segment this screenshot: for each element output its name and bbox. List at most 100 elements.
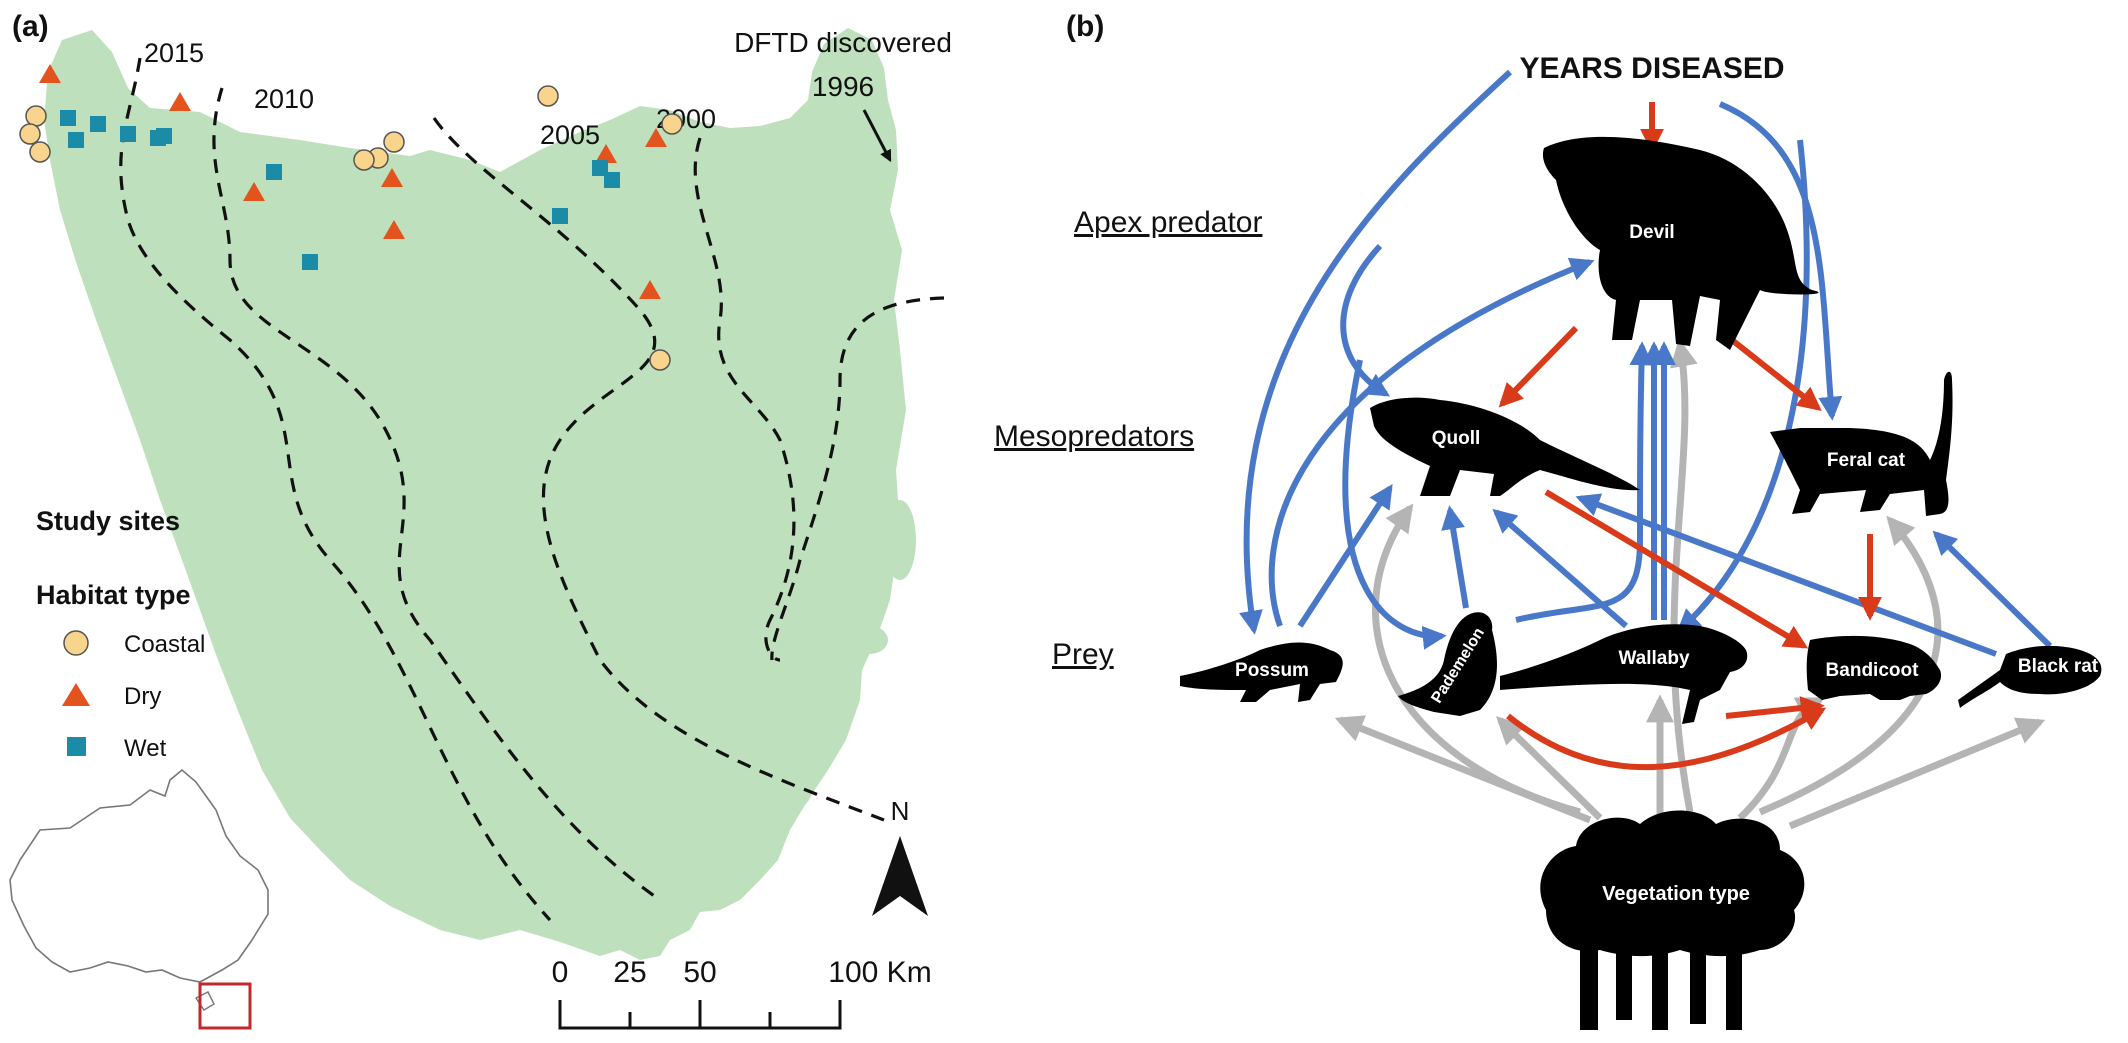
site-marker-coastal: [25, 105, 47, 127]
devil-silhouette: [1542, 136, 1819, 350]
possum-silhouette: [1180, 642, 1343, 702]
arrow-pademelon-quoll: [1441, 505, 1469, 609]
blackrat-label: Black rat: [2018, 656, 2099, 677]
arrow-devil-quoll-red: [1498, 325, 1579, 408]
pademelon-silhouette: [1398, 612, 1497, 716]
bandicoot-label: Bandicoot: [1826, 660, 1920, 681]
australia-inset: [9, 768, 269, 1030]
site-marker-wet: [156, 128, 172, 144]
arrow-veg-pademelon: [1496, 716, 1603, 821]
panel-b: (b) YEARS DISEASED Apex predator Mesopre…: [994, 10, 2102, 1030]
site-marker-coastal: [537, 85, 559, 107]
site-marker-coastal: [353, 149, 375, 171]
arrow-possum-devil: [1268, 257, 1595, 627]
discovery-arrow: [862, 109, 892, 163]
front-line-2015: [119, 57, 552, 922]
site-marker-dry: [169, 92, 191, 111]
arrow-devil-feralcat-red: [1730, 337, 1822, 411]
site-marker-dry: [243, 182, 265, 201]
site-marker-dry: [39, 64, 61, 83]
scale-tick-100: 100 Km: [828, 956, 931, 989]
site-marker-coastal: [661, 113, 683, 135]
site-marker-coastal: [29, 141, 51, 163]
vegetation-silhouette: [1540, 810, 1805, 957]
arrow-pademelon-bandicoot-red: [1506, 707, 1827, 771]
quoll-label: Quoll: [1432, 428, 1481, 449]
discovery-label: DFTD discovered: [734, 27, 952, 58]
site-marker-wet: [604, 172, 620, 188]
site-marker-wet: [120, 126, 136, 142]
panel-a: (a) 2015 2010 2005 2000 DFTD discovered …: [9, 10, 952, 1030]
bandicoot-silhouette: [1806, 635, 1942, 700]
positive-arrows: [1239, 69, 2053, 657]
feralcat-silhouette: [1770, 371, 1953, 516]
vegetation-arrows: [1334, 338, 2046, 830]
tree-trunk: [1690, 940, 1706, 1024]
scale-tick-0: 0: [552, 956, 569, 989]
arrow-blackrat-quoll: [1575, 493, 1998, 657]
north-arrow: N: [872, 796, 928, 916]
panel-a-label: (a): [12, 10, 49, 43]
trophic-level-meso: Mesopredators: [994, 420, 1194, 453]
panel-b-label: (b): [1066, 10, 1104, 43]
study-sites: [19, 64, 683, 371]
site-marker-wet: [90, 116, 106, 132]
site-marker-wet: [302, 254, 318, 270]
island: [618, 840, 662, 920]
tree-trunk: [1616, 940, 1632, 1020]
possum-label: Possum: [1235, 660, 1309, 681]
disease-arrows: [1498, 102, 1882, 771]
legend-subtitle: Habitat type: [36, 580, 191, 610]
arrow-possum-quoll: [1297, 483, 1393, 628]
north-arrow-icon: [872, 836, 928, 916]
tree-trunk: [1726, 940, 1742, 1030]
island: [852, 626, 888, 654]
front-line-2010: [212, 87, 661, 902]
arrow-veg-blackrat: [1788, 717, 2046, 830]
arrow-wallaby-bandicoot-red: [1725, 696, 1825, 720]
trophic-level-prey: Prey: [1052, 638, 1114, 671]
site-marker-dry: [383, 220, 405, 239]
island: [110, 212, 130, 248]
front-year-2010: 2010: [254, 84, 314, 114]
legend-coastal-label: Coastal: [124, 631, 205, 658]
site-marker-coastal: [383, 131, 405, 153]
site-marker-wet: [68, 132, 84, 148]
arrow-veg-devil: [1669, 338, 1698, 813]
legend-dry-marker: [62, 683, 90, 706]
years-diseased-node: YEARS DISEASED: [1519, 52, 1784, 85]
north-label: N: [891, 796, 910, 826]
arrow-years-possum: [1239, 69, 1513, 635]
site-marker-coastal: [19, 123, 41, 145]
site-marker-dry: [381, 168, 403, 187]
front-line-1996: [770, 296, 945, 661]
arrow-blackrat-feralcat: [1932, 530, 2053, 649]
front-year-2015: 2015: [144, 38, 204, 68]
inset-highlight-box: [198, 982, 252, 1030]
australia-outline: [9, 768, 269, 983]
front-line-2005: [432, 117, 885, 822]
site-marker-coastal: [649, 349, 671, 371]
site-marker-wet: [266, 164, 282, 180]
arrow-quoll-bandicoot-red: [1544, 489, 1809, 649]
arrow-years-wallaby: [1676, 139, 1810, 634]
arrow-years-feralcat: [1718, 101, 1843, 421]
devil-label: Devil: [1629, 222, 1674, 243]
wallaby-silhouette: [1500, 624, 1748, 724]
vegetation-label: Vegetation type: [1602, 883, 1750, 905]
trophic-level-apex: Apex predator: [1074, 206, 1262, 239]
wallaby-label: Wallaby: [1618, 648, 1690, 669]
legend-wet-marker: [67, 737, 86, 756]
site-marker-dry: [645, 128, 667, 147]
tree-trunk: [1652, 940, 1668, 1030]
animal-silhouettes: [1180, 136, 2102, 1030]
legend-coastal-marker: [63, 630, 89, 656]
scale-bar: 0 25 50 100 Km: [552, 956, 932, 1030]
front-year-2005: 2005: [540, 120, 600, 150]
blackrat-silhouette: [1958, 645, 2102, 708]
scale-bar-line: [558, 1000, 842, 1030]
arrow-quoll-pademelon: [1342, 359, 1447, 650]
legend: Study sites Habitat type Coastal Dry Wet: [36, 506, 205, 762]
